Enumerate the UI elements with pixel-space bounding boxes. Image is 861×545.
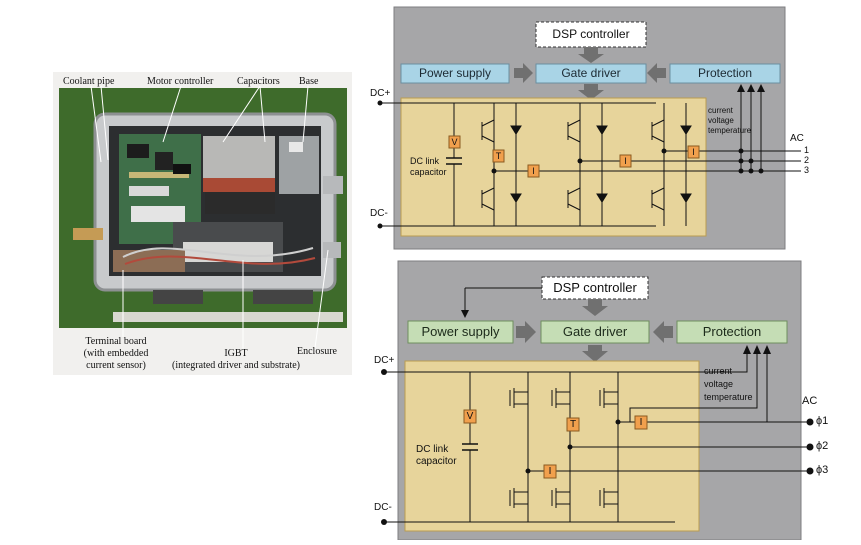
power-to-gate-arrow [516, 321, 536, 343]
label-igbt: IGBT (integrated driver and substrate) [161, 348, 311, 372]
power-to-gate-arrow [514, 63, 533, 83]
dc-link-line1: DC link [416, 444, 449, 455]
diagram-top: DSP controller Power supply Gate driver … [366, 0, 818, 250]
label-base: Base [299, 76, 319, 87]
current-tag-label: I [624, 156, 627, 166]
current-tag [687, 145, 700, 159]
phase-3-label: ϕ3 [816, 464, 829, 476]
gate-driver-label: Gate driver [561, 66, 621, 80]
temperature-tag-label: T [569, 419, 577, 430]
dsp-controller-label: DSP controller [552, 27, 630, 41]
coolant-pipe [73, 228, 103, 240]
power-supply-box [400, 63, 510, 84]
current-tag-label: I [692, 147, 695, 157]
capacitor-block [203, 136, 275, 178]
dc-minus-label: DC- [370, 208, 388, 219]
protection-box [676, 320, 788, 344]
ac-label: AC [802, 395, 818, 407]
label-capacitors: Capacitors [237, 76, 280, 87]
phase-1-label: ϕ1 [816, 415, 829, 427]
dsp-controller-label: DSP controller [553, 280, 637, 295]
current-tag-label: I [639, 417, 643, 428]
phase-2-label: 2 [804, 155, 810, 165]
dc-link-label: DC link capacitor [410, 156, 447, 178]
sense-temperature: temperature [704, 392, 753, 402]
ac-label: AC [790, 133, 804, 144]
gate-driver-box [540, 320, 650, 344]
label-terminal-board: Terminal board (with embedded current se… [61, 336, 171, 372]
power-supply-label: Power supply [418, 66, 492, 80]
voltage-tag [448, 135, 461, 149]
label-igbt-line2: (integrated driver and substrate) [171, 360, 300, 371]
power-supply-box [407, 320, 514, 344]
protection-label: Protection [702, 324, 762, 339]
gate-to-board-arrow [578, 84, 604, 100]
temperature-tag [566, 417, 580, 432]
igbt-leg-2 [567, 103, 608, 226]
protection-label: Protection [697, 66, 753, 80]
current-tag-label: I [548, 466, 552, 477]
dc-plus-label: DC+ [370, 88, 391, 99]
voltage-tag-label: V [466, 411, 474, 422]
power-supply-label: Power supply [421, 324, 500, 339]
label-terminal-board-line3: current sensor) [86, 360, 146, 371]
inverter-photo [59, 85, 347, 350]
diagram-bottom: DSP controller Power supply Gate driver … [370, 258, 832, 541]
igbt-leg-3 [651, 103, 692, 226]
sense-voltage: voltage [704, 379, 734, 389]
label-terminal-board-line1: Terminal board [85, 336, 147, 347]
mounting-tab [323, 176, 343, 194]
phase-2-label: ϕ2 [816, 440, 829, 452]
current-tag [619, 154, 632, 168]
label-enclosure: Enclosure [297, 346, 337, 357]
ruler [113, 312, 343, 322]
label-coolant-pipe: Coolant pipe [63, 76, 115, 87]
temperature-tag-label: T [495, 151, 502, 161]
sense-current: current [708, 106, 733, 115]
voltage-tag [463, 409, 477, 424]
terminal-board [113, 250, 185, 272]
current-tag [543, 464, 557, 479]
phase-1-label: 1 [804, 145, 810, 155]
mosfet-leg-1 [509, 372, 529, 522]
dc-link-line1: DC link [410, 156, 440, 166]
dsp-to-gate-arrow [578, 47, 604, 63]
sense-current: current [704, 366, 733, 376]
protection-box [669, 63, 781, 84]
current-tag [634, 415, 648, 430]
label-terminal-board-line2: (with embedded [83, 348, 149, 359]
photo-panel: Coolant pipe Motor controller Capacitors… [53, 72, 352, 375]
sense-temperature: temperature [708, 126, 752, 135]
label-motor-controller: Motor controller [147, 76, 214, 87]
label-igbt-line1: IGBT [224, 348, 248, 359]
dsp-to-gate-arrow [582, 299, 608, 316]
diagram-top-svg [377, 6, 801, 250]
diagram-bottom-svg [381, 260, 814, 541]
sense-labels: current voltage temperature [704, 365, 753, 404]
sense-labels: current voltage temperature [708, 106, 751, 136]
dc-minus-label: DC- [374, 502, 392, 513]
phase-3-label: 3 [804, 165, 810, 175]
power-board [400, 97, 707, 237]
temperature-tag [492, 149, 505, 163]
gate-to-board-arrow [582, 345, 608, 362]
current-tag-label: I [532, 166, 535, 176]
dc-link-line2: capacitor [410, 167, 447, 177]
mounting-tab [323, 242, 341, 258]
gate-driver-box [535, 63, 647, 84]
dc-link-label: DC link capacitor [416, 444, 457, 468]
dsp-controller-box [535, 21, 647, 48]
dc-link-line2: capacitor [416, 456, 457, 467]
igbt-leg-1 [481, 103, 522, 226]
voltage-tag-label: V [451, 137, 458, 147]
gate-driver-label: Gate driver [562, 324, 628, 339]
current-tag [527, 164, 540, 178]
protection-to-gate-arrow [647, 63, 666, 83]
dc-plus-label: DC+ [374, 355, 395, 366]
protection-to-gate-arrow [653, 321, 673, 343]
sense-voltage: voltage [708, 116, 734, 125]
